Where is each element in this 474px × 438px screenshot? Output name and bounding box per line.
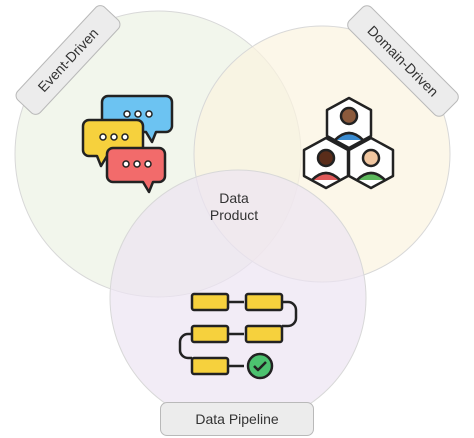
data-product-line2: Product: [209, 207, 259, 223]
chat-bubbles-icon: [81, 94, 174, 194]
data-product-line1: Data: [219, 190, 249, 206]
pipeline-flow-icon: [178, 292, 298, 380]
data-pipeline-label: Data Pipeline: [195, 411, 279, 427]
data-pipeline-tag: Data Pipeline: [160, 402, 314, 436]
team-hexagon-icon: [302, 96, 395, 190]
data-product-label: Data Product: [186, 190, 282, 224]
